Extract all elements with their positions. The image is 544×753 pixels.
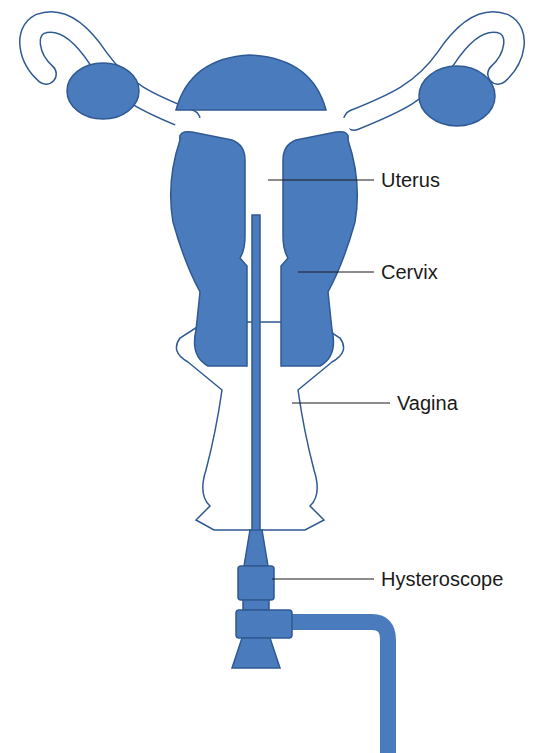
part-label: Cervix [381, 262, 438, 282]
uterine-wall [281, 132, 357, 366]
uterine-wall [171, 132, 247, 366]
ovary [67, 63, 139, 119]
part-label: Hysteroscope [381, 569, 503, 589]
leader-lines [268, 180, 390, 579]
part-label: Uterus [381, 170, 440, 190]
part-label: Vagina [397, 393, 458, 413]
ovary [419, 66, 495, 126]
fundus [176, 55, 326, 110]
hysteroscope-symbol [232, 215, 388, 753]
